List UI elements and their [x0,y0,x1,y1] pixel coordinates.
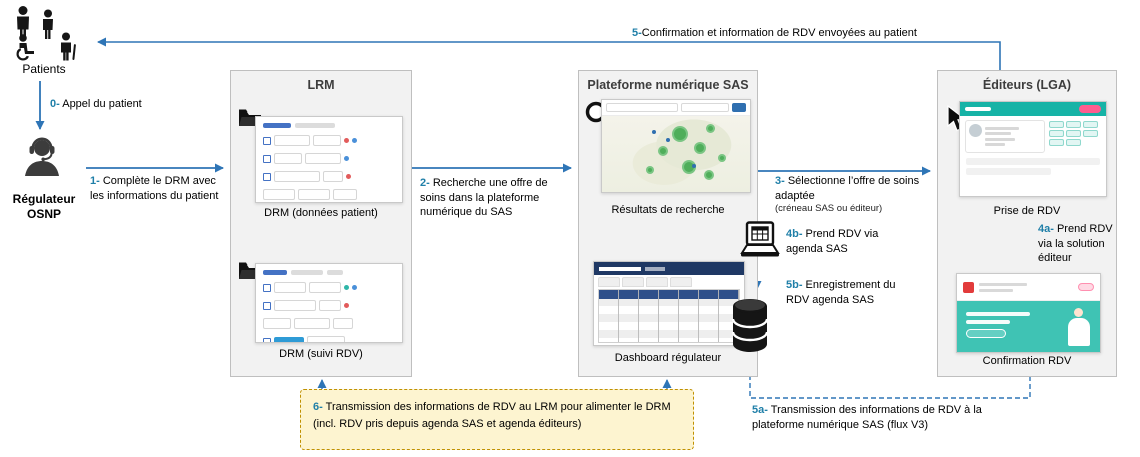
step-3-label: 3- Sélectionne l’offre de soins adaptée … [775,174,937,216]
step-5-label: 5-Confirmation et information de RDV env… [632,26,917,41]
step-4b-label: 4b- Prend RDV via agenda SAS [786,227,896,256]
screenshot-drm-suivi-rdv [255,263,403,343]
step-4a-label: 4a- Prend RDV via la solution éditeur [1038,222,1116,266]
laptop-calendar-icon [739,221,781,264]
editeurs-caption-confirmation: Confirmation RDV [982,355,1072,367]
lrm-title: LRM [307,78,335,92]
step-2-label: 2- Recherche une offre de soins dans la … [420,176,575,220]
step-5a-label: 5a- Transmission des informations de RDV… [752,403,1010,432]
step-6-number: 6- [313,401,323,413]
screenshot-confirmation-rdv [956,273,1101,353]
patients-icon [10,5,84,66]
screenshot-dashboard-regulateur [593,261,745,346]
step-1-number: 1- [90,175,100,187]
step-1-label: 1- Complète le DRM avec les informations… [90,174,225,203]
step-5b-label: 5b- Enregistrement du RDV agenda SAS [786,278,914,307]
sas-box: Plateforme numérique SAS [578,70,758,377]
screenshot-prise-de-rdv [959,101,1107,197]
step-5b-text: Enregistrement du RDV agenda SAS [786,279,896,306]
note-step-6: 6- Transmission des informations de RDV … [300,389,694,450]
step-2-text: Recherche une offre de soins dans la pla… [420,177,548,219]
step-0-label: 0- Appel du patient [50,97,142,112]
step-5-number: 5- [632,27,642,39]
database-icon [729,296,771,359]
lrm-caption-donnees-patient: DRM (données patient) [264,207,378,219]
step-3-subtext: (créneau SAS ou éditeur) [775,203,883,215]
lrm-box: LRM DRM (données patient) [230,70,412,377]
arrow-step5-to-patient [97,37,1001,70]
screenshot-drm-donnees-patient [255,116,403,203]
step-1-text: Complète le DRM avec les informations du… [90,175,219,202]
step-4b-text: Prend RDV via agenda SAS [786,228,879,255]
editeurs-caption-prise: Prise de RDV [993,205,1061,217]
editeurs-title: Éditeurs (LGA) [982,78,1072,92]
step-4b-number: 4b- [786,228,803,240]
step-5b-number: 5b- [786,279,803,291]
patients-label: Patients [22,62,66,76]
sas-title: Plateforme numérique SAS [587,78,749,92]
step-4a-text: Prend RDV via la solution éditeur [1038,223,1113,265]
editeurs-box: Éditeurs (LGA) Prise de RD [937,70,1117,377]
step-6-text: Transmission des informations de RDV au … [313,401,671,430]
sas-caption-dashboard: Dashboard régulateur [614,352,722,364]
sas-caption-resultats: Résultats de recherche [611,204,725,216]
step-3-text: Sélectionne l’offre de soins adaptée [775,175,920,202]
step-5a-text: Transmission des informations de RDV à l… [752,404,982,431]
step-5-text: Confirmation et information de RDV envoy… [641,27,917,39]
screenshot-resultats-recherche [601,99,751,193]
step-5a-number: 5a- [752,404,768,416]
step-0-number: 0- [50,98,60,110]
step-4a-number: 4a- [1038,223,1054,235]
lrm-caption-suivi-rdv: DRM (suivi RDV) [279,348,363,360]
headset-agent-icon [19,133,65,182]
step-0-text: Appel du patient [59,98,142,110]
step-2-number: 2- [420,177,430,189]
step-3-number: 3- [775,175,785,187]
regulateur-label: Régulateur OSNP [12,192,76,221]
